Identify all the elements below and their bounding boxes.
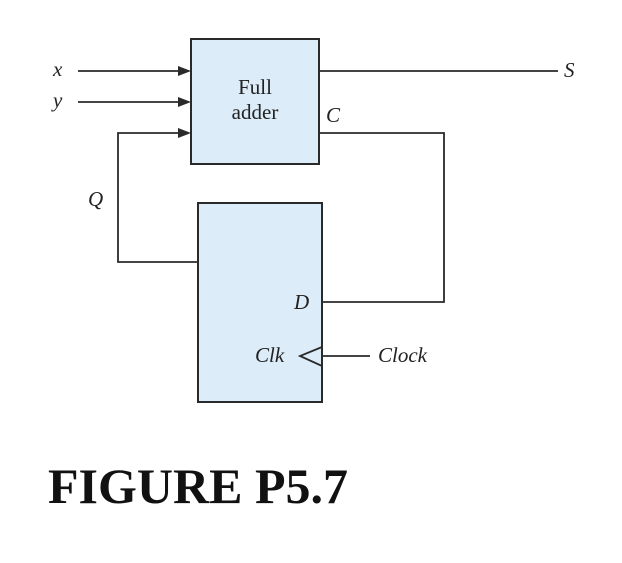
clock-label: Clock (378, 343, 428, 367)
carry-label: C (326, 103, 341, 127)
input-y-label: y (51, 88, 63, 112)
clk-input-label: Clk (255, 343, 285, 367)
input-x-arrow-icon (178, 66, 191, 76)
figure-caption: FIGURE P5.7 (48, 458, 348, 514)
input-x-label: x (52, 57, 63, 81)
d-flip-flop-block (197, 202, 323, 403)
sum-output-label: S (564, 58, 575, 82)
feedback-q-arrow-icon (178, 128, 191, 138)
full-adder-block (190, 38, 320, 165)
full-adder-label-line2: adder (232, 100, 279, 124)
feedback-q-label: Q (88, 187, 103, 211)
input-y-arrow-icon (178, 97, 191, 107)
full-adder-label-line1: Full (238, 75, 272, 99)
feedback-q-wire (117, 132, 198, 263)
carry-to-d-wire (319, 132, 445, 303)
d-input-label: D (293, 290, 309, 314)
